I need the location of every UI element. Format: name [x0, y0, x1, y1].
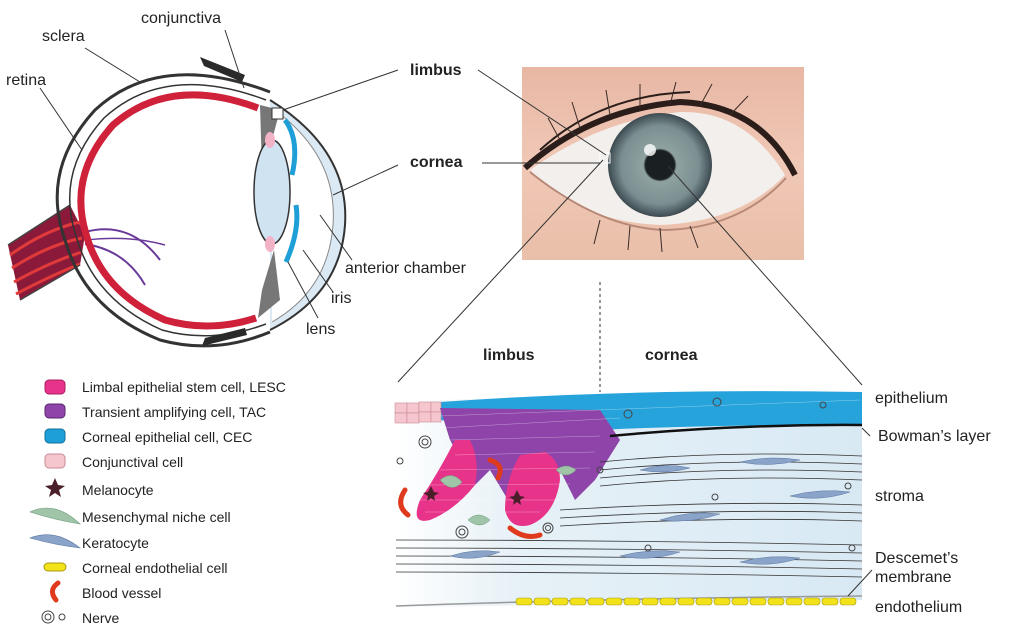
- mesenchymal-cell-icon: [30, 508, 80, 524]
- legend-label-cec: Corneal epithelial cell, CEC: [82, 429, 252, 445]
- legend-label-melanocyte: Melanocyte: [82, 482, 154, 498]
- cec-icon: [45, 429, 65, 443]
- legend-label-tac: Transient amplifying cell, TAC: [82, 404, 266, 420]
- legend-label-nerve: Nerve: [82, 610, 119, 626]
- legend-label-keratocyte: Keratocyte: [82, 535, 149, 551]
- legend-label-conjunctival: Conjunctival cell: [82, 454, 183, 470]
- melanocyte-icon: [45, 478, 65, 497]
- legend-label-endothelial: Corneal endothelial cell: [82, 560, 228, 576]
- legend-label-mesenchymal: Mesenchymal niche cell: [82, 509, 231, 525]
- legend-label-lesc: Limbal epithelial stem cell, LESC: [82, 379, 286, 395]
- keratocyte-icon: [30, 535, 80, 548]
- lesc-icon: [45, 380, 65, 394]
- tac-icon: [45, 404, 65, 418]
- legend-label-blood-vessel: Blood vessel: [82, 585, 161, 601]
- nerve-icon: [42, 611, 65, 623]
- blood-vessel-icon: [52, 583, 58, 600]
- endothelial-cell-icon: [44, 563, 66, 571]
- conjunctival-cell-icon: [45, 454, 65, 468]
